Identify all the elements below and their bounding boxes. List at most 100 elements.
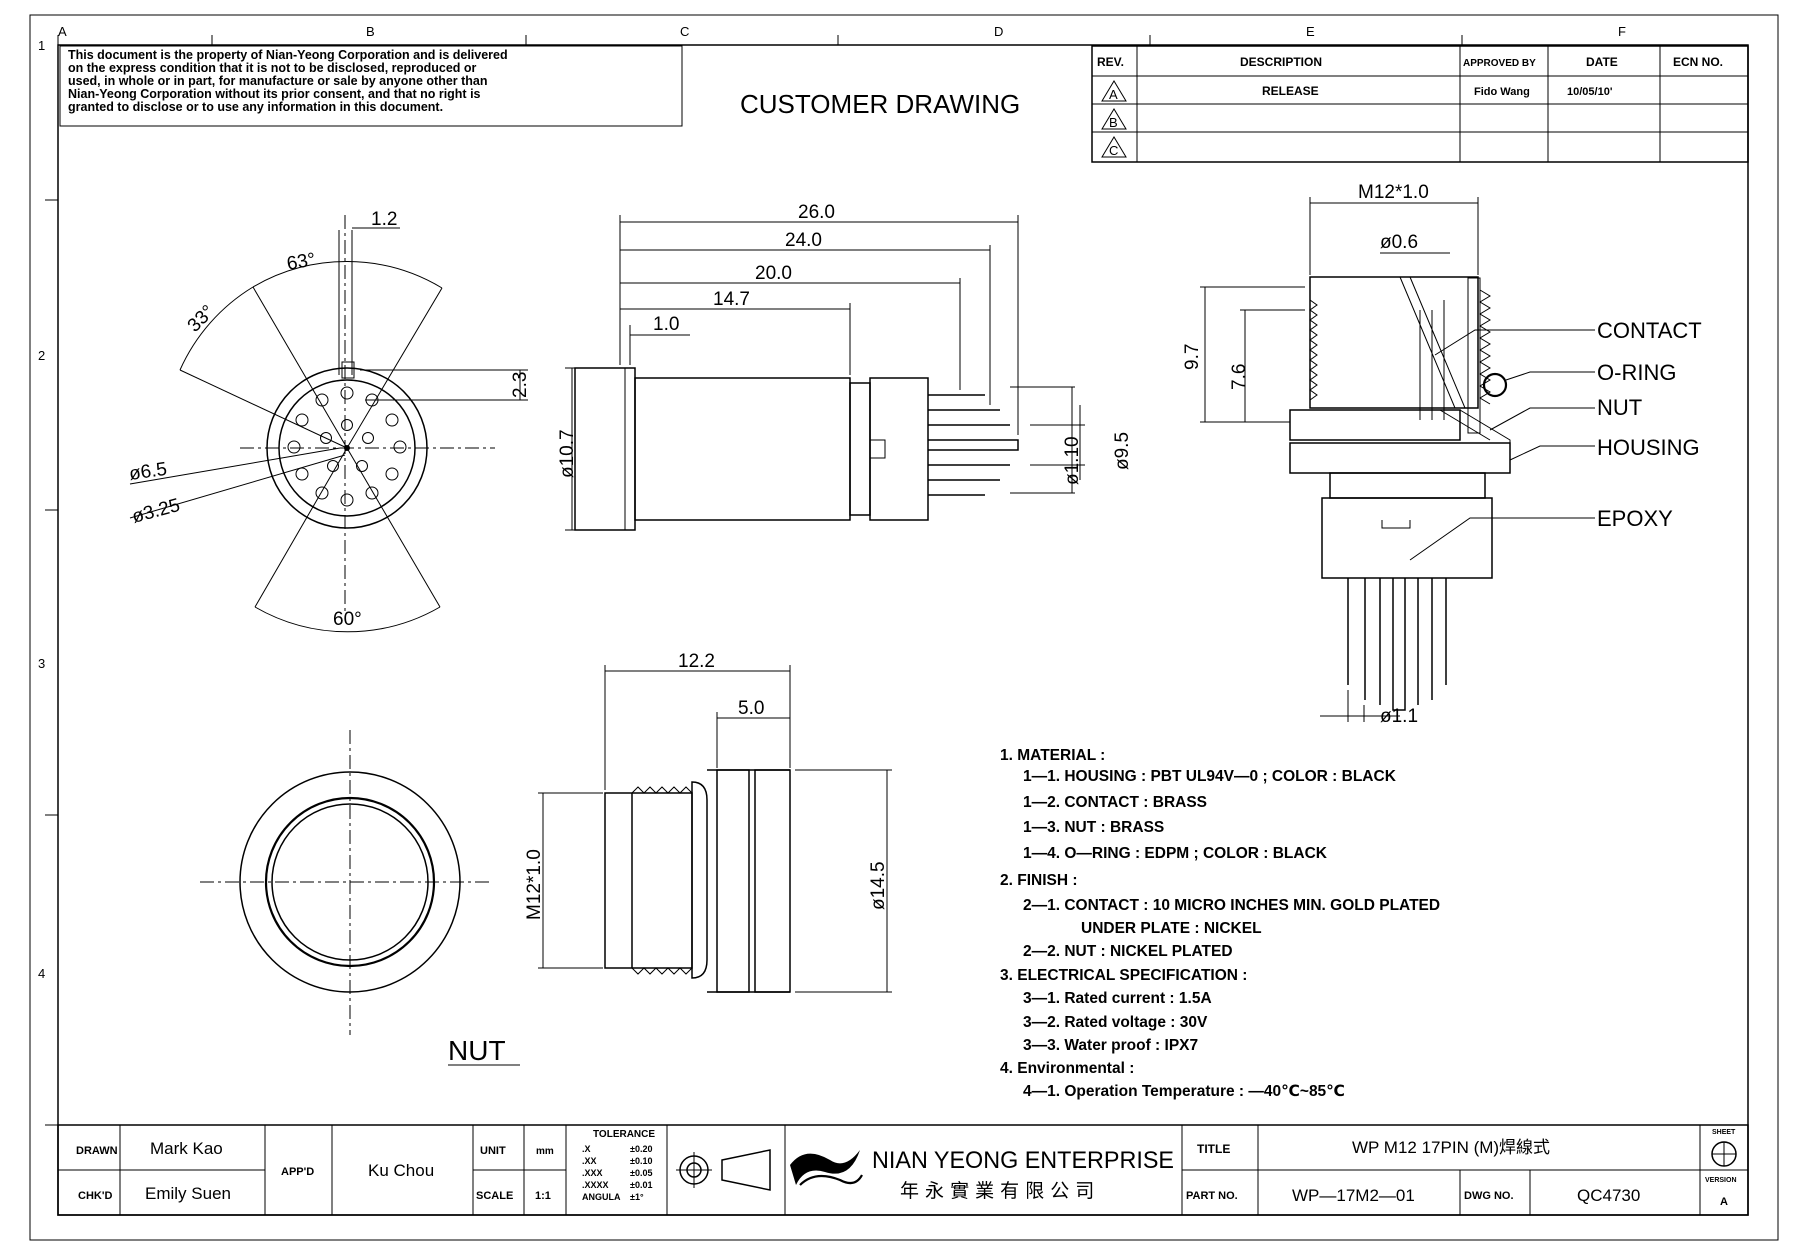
svg-text:±1°: ±1° — [630, 1192, 644, 1202]
frame-row-2: 2 — [38, 348, 45, 363]
dim-14-7: 14.7 — [713, 289, 750, 310]
spec-line: 1—4. O—RING : EDPM ; COLOR : BLACK — [1023, 845, 1328, 862]
frame-row-4: 4 — [38, 966, 45, 981]
sheet-symbol-icon — [1711, 1141, 1737, 1167]
spec-line: 3—3. Water proof : IPX7 — [1023, 1037, 1198, 1054]
title-label: TITLE — [1197, 1142, 1230, 1156]
rev-header: REV. — [1097, 55, 1124, 69]
nut-front-view: NUT — [200, 730, 520, 1066]
projection-symbol-icon — [676, 1149, 771, 1191]
drawn-by: Mark Kao — [150, 1139, 223, 1158]
dwg-no-label: DWG NO. — [1464, 1190, 1514, 1202]
dim-33-deg: 33° — [184, 301, 219, 336]
part-no-label: PART NO. — [1186, 1190, 1238, 1202]
frame-row-1: 1 — [38, 38, 45, 53]
approved-by: Ku Chou — [368, 1161, 434, 1180]
spec-line: 2. FINISH : — [1000, 872, 1078, 889]
notice-line: This document is the property of Nian-Ye… — [68, 48, 508, 62]
description-header: DESCRIPTION — [1240, 55, 1322, 69]
spec-line: 1—3. NUT : BRASS — [1023, 819, 1164, 836]
dim-d1-1: ø1.1 — [1380, 706, 1418, 727]
spec-line: 3. ELECTRICAL SPECIFICATION : — [1000, 967, 1247, 984]
approved-by-header: APPROVED BY — [1463, 58, 1536, 69]
label-o-ring: O-RING — [1597, 360, 1676, 385]
rev-a-date: 10/05/10' — [1567, 86, 1613, 98]
notice-line: used, in whole or in part, for manufactu… — [68, 74, 488, 88]
svg-text:A: A — [1109, 87, 1118, 102]
company-name-cn: 年 永 實 業 有 限 公 司 — [900, 1180, 1094, 1202]
approved-label: APP'D — [281, 1166, 314, 1178]
side-pins — [928, 394, 1019, 496]
version-value: A — [1720, 1196, 1728, 1208]
spec-line: 1—1. HOUSING : PBT UL94V—0 ; COLOR : BLA… — [1023, 768, 1397, 785]
section-view: M12*1.0 ø0.6 9.7 7.6 ø1.1 CONTACT O-RING… — [1182, 182, 1702, 727]
svg-text:ANGULA: ANGULA — [582, 1192, 621, 1202]
dim-24-0: 24.0 — [785, 230, 822, 251]
spec-line: 3—2. Rated voltage : 30V — [1023, 1014, 1208, 1031]
dim-26-0: 26.0 — [798, 202, 835, 223]
part-no-value: WP—17M2—01 — [1292, 1186, 1415, 1205]
svg-text:±0.05: ±0.05 — [630, 1168, 652, 1178]
svg-text:±0.20: ±0.20 — [630, 1144, 652, 1154]
notice-line: Nian-Yeong Corporation without its prior… — [68, 87, 481, 101]
spec-line: 2—1. CONTACT : 10 MICRO INCHES MIN. GOLD… — [1023, 897, 1440, 914]
label-housing: HOUSING — [1597, 435, 1700, 460]
drawing-title: CUSTOMER DRAWING — [740, 89, 1020, 119]
revision-table: REV. DESCRIPTION APPROVED BY DATE ECN NO… — [1091, 45, 1749, 163]
version-label: VERSION — [1705, 1177, 1737, 1184]
company-logo-icon — [790, 1150, 863, 1186]
frame-col-c: C — [680, 24, 689, 39]
scale-label: SCALE — [476, 1190, 513, 1202]
spec-line: 4. Environmental : — [1000, 1060, 1134, 1077]
svg-text:C: C — [1109, 143, 1118, 158]
dim-1-0: 1.0 — [653, 314, 679, 335]
checked-by: Emily Suen — [145, 1184, 231, 1203]
label-contact: CONTACT — [1597, 318, 1702, 343]
dwg-no-value: QC4730 — [1577, 1186, 1640, 1205]
spec-line: 1—2. CONTACT : BRASS — [1023, 794, 1207, 811]
dim-d0-6: ø0.6 — [1380, 232, 1418, 253]
date-header: DATE — [1586, 55, 1618, 69]
rev-c-symbol: C — [1101, 136, 1127, 158]
dim-5-0: 5.0 — [738, 698, 764, 719]
company-name-en: NIAN YEONG ENTERPRISE — [872, 1147, 1174, 1174]
dim-12-2: 12.2 — [678, 651, 715, 672]
dim-d1-10: ø1.10 — [1062, 436, 1083, 485]
dim-d10-7: ø10.7 — [557, 429, 578, 478]
dim-7-6: 7.6 — [1229, 364, 1250, 390]
notice-line: granted to disclose or to use any inform… — [68, 100, 443, 114]
title-value: WP M12 17PIN (M)焊線式 — [1352, 1138, 1550, 1157]
rev-a-approved: Fido Wang — [1474, 86, 1530, 98]
dim-60-deg: 60° — [333, 609, 362, 630]
frame-col-f: F — [1618, 24, 1626, 39]
frame-col-b: B — [366, 24, 375, 39]
svg-text:.XX: .XX — [582, 1156, 597, 1166]
svg-text:±0.01: ±0.01 — [630, 1180, 652, 1190]
scale-value: 1:1 — [535, 1190, 551, 1202]
dim-d9-5: ø9.5 — [1112, 432, 1133, 470]
spec-line: 4—1. Operation Temperature : —40℃~85℃ — [1023, 1083, 1345, 1100]
pin-holes — [287, 386, 407, 507]
dim-d14-5: ø14.5 — [868, 861, 889, 910]
label-epoxy: EPOXY — [1597, 506, 1673, 531]
spec-line: 2—2. NUT : NICKEL PLATED — [1023, 943, 1233, 960]
drawn-label: DRAWN — [76, 1145, 118, 1157]
dim-d6-5: ø6.5 — [128, 459, 169, 485]
svg-text:B: B — [1109, 115, 1118, 130]
dim-d3-25: ø3.25 — [130, 495, 182, 528]
frame-col-a: A — [58, 24, 67, 39]
frame-row-3: 3 — [38, 656, 45, 671]
dim-63-deg: 63° — [285, 249, 317, 275]
dim-nut-thread: M12*1.0 — [524, 849, 545, 920]
title-block: DRAWN Mark Kao CHK'D Emily Suen APP'D Ku… — [57, 1124, 1749, 1216]
label-nut: NUT — [1597, 395, 1642, 420]
spec-line: UNDER PLATE : NICKEL — [1081, 920, 1262, 937]
section-pins — [1347, 578, 1447, 711]
frame-col-e: E — [1306, 24, 1315, 39]
ecn-header: ECN NO. — [1673, 55, 1723, 69]
dim-2-3: 2.3 — [510, 372, 531, 398]
svg-text:±0.10: ±0.10 — [630, 1156, 652, 1166]
specifications: 1. MATERIAL : 1—1. HOUSING : PBT UL94V—0… — [1000, 747, 1440, 1100]
side-view: 26.0 24.0 20.0 14.7 1.0 ø10.7 ø1.10 ø9.5 — [557, 202, 1133, 531]
